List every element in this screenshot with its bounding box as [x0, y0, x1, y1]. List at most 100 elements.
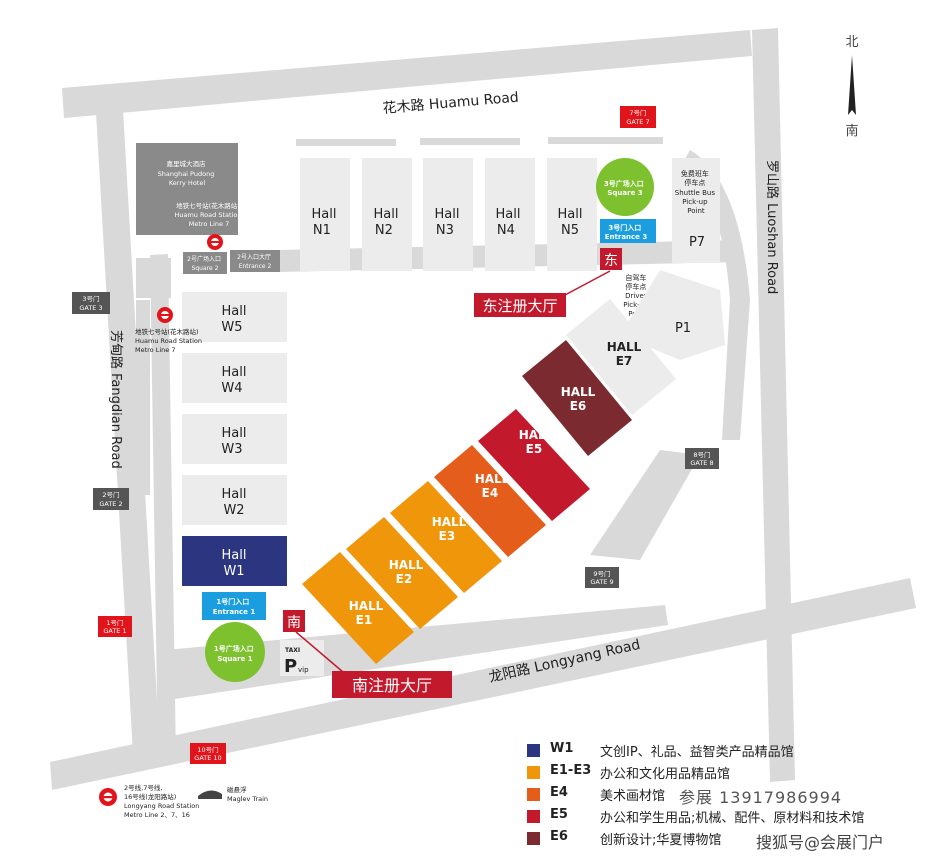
gate-8 [685, 448, 719, 469]
hall-n3 [423, 158, 473, 271]
shuttle-label: 免费班车 停车点 Shuttle Bus Pick-up Point [675, 169, 717, 215]
legend-swatch [527, 810, 540, 823]
entrance1-block [202, 592, 266, 620]
compass-north: 北 [845, 35, 858, 50]
south-hall-label: 南注册大厅 [352, 676, 432, 695]
taxi-label: TAXI [285, 647, 300, 654]
square1-circle [205, 622, 265, 682]
legend-code: E1-E3 [550, 763, 592, 778]
legend-code: E4 [550, 785, 568, 800]
west-edge-strip [136, 300, 150, 495]
hall-e3 [390, 481, 502, 593]
square2-block [183, 252, 227, 274]
east-hall-badge [600, 248, 622, 270]
east-hall-label-box [474, 293, 566, 317]
longyang-road [50, 578, 916, 790]
compass-south: 南 [845, 123, 858, 139]
luoshan-road [752, 28, 795, 782]
legend-desc: 创新设计;华夏博物馆 [600, 833, 722, 848]
contact-note: 参展 13917986994 [679, 788, 843, 807]
gate-2 [93, 488, 129, 510]
legend-code: E6 [550, 829, 568, 844]
gate-9 [585, 567, 619, 588]
gate-7 [620, 106, 656, 128]
hall-n1 [300, 158, 350, 271]
legend-desc: 办公和学生用品;机械、配件、原材料和技术馆 [600, 811, 865, 826]
hall-e5 [478, 409, 590, 521]
legend-row: E6 创新设计;华夏博物馆 [527, 828, 917, 850]
huamu-road-label: 花木路 Huamu Road [382, 90, 519, 117]
entrance3-label: 3号门入口 Entrance 3 [605, 223, 648, 241]
legend-swatch [527, 766, 540, 779]
legend-row: E5 办公和学生用品;机械、配件、原材料和技术馆 [527, 806, 917, 828]
p1-area [620, 270, 725, 360]
south-badge-text: 南 [287, 615, 301, 631]
inner-road-south [165, 605, 668, 700]
gate-3 [72, 292, 110, 314]
hall-n2 [362, 158, 412, 271]
square1-label: 1号广场入口 Square 1 [214, 644, 256, 663]
east-ramp [590, 450, 700, 560]
legend-row: W1 文创IP、礼品、益智类产品精品馆 [527, 740, 917, 762]
fangdian-road [95, 92, 160, 754]
metro-icon-left [157, 307, 173, 323]
square2-label: 2号广场入口 Square 2 [187, 255, 223, 272]
huamu-road [62, 30, 752, 118]
p1-label: P1 [675, 321, 691, 336]
hall-e2 [346, 517, 458, 629]
p7-label: P7 [689, 235, 705, 250]
entrance3-block [600, 219, 656, 243]
hall-w3 [182, 414, 287, 464]
metro-longyang-text: 2号线,7号线, 16号线(龙阳路站) Longyang Road Statio… [124, 783, 201, 819]
hall-n4 [485, 158, 535, 271]
east-curve [680, 150, 750, 440]
maglev-icon [198, 790, 222, 799]
hall-e7 [566, 299, 676, 415]
metro-icon-longyang [99, 788, 117, 806]
metro-icon [207, 234, 223, 250]
hall-w1 [182, 536, 287, 586]
metro-huamu-left-text: 地铁七号站(花木路站) Huamu Road Station Metro Lin… [135, 327, 204, 354]
vip-label: vip [298, 666, 309, 674]
p7-area [672, 158, 720, 263]
gate-1 [98, 616, 132, 637]
maglev-text: 磁悬浮 Maglev Train [227, 785, 268, 803]
hall-w4 [182, 353, 287, 403]
legend-swatch [527, 788, 540, 801]
hotel-name: 嘉里城大酒店 Shanghai Pudong Kerry Hotel [158, 159, 217, 187]
vip-parking-area [280, 640, 324, 676]
fangdian-road-label: 芳甸路 Fangdian Road [108, 330, 124, 469]
p-vip-label: P [284, 656, 297, 677]
legend-desc: 办公和文化用品精品馆 [600, 767, 731, 782]
north-bars [296, 137, 663, 146]
hall-w2 [182, 475, 287, 525]
legend-desc: 文创IP、礼品、益智类产品精品馆 [600, 745, 794, 760]
east-badge-text: 东 [604, 253, 618, 269]
legend-code: E5 [550, 807, 568, 822]
legend-swatch [527, 832, 540, 845]
legend-row: E1-E3 办公和文化用品精品馆 [527, 762, 917, 784]
south-hall-badge [283, 610, 305, 632]
roads [50, 28, 916, 790]
entrance2-label: 2号入口大厅 Entrance 2 [237, 253, 273, 270]
hotel-block [136, 143, 238, 235]
gate-10 [190, 743, 226, 764]
entrance2-block [230, 250, 280, 272]
hall-n5 [547, 158, 597, 271]
west-strip [136, 258, 171, 298]
legend-code: W1 [550, 741, 574, 756]
metro-huamu-top-text: 地铁七号站(花木路站) Huamu Road Station Metro Lin… [174, 201, 243, 228]
